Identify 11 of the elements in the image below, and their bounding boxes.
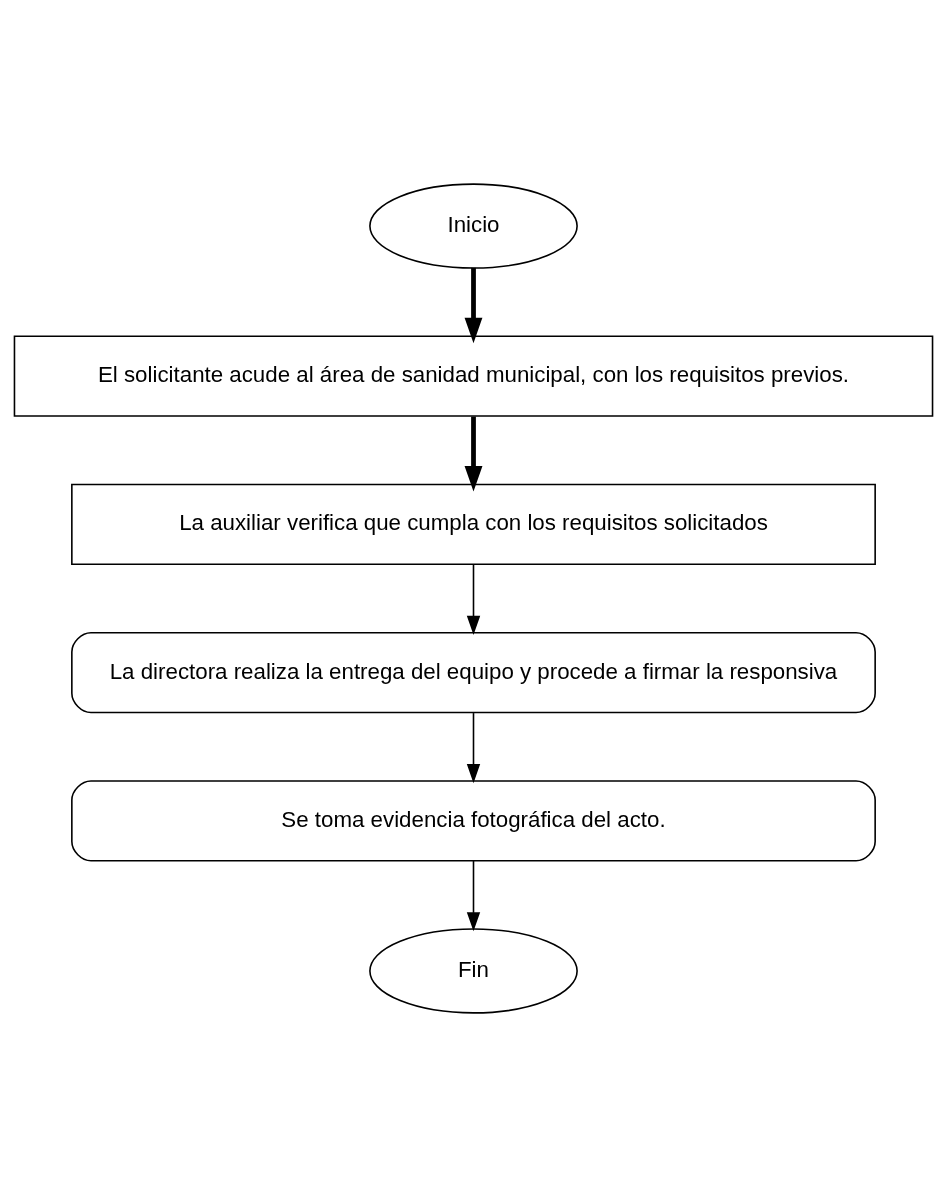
node-box: La directora realiza la entrega del equipo y procede a firmar la responsiva <box>71 631 876 713</box>
arrow <box>466 859 481 931</box>
node-ellipse: Fin <box>369 927 578 1014</box>
node-box: Se toma evidencia fotográfica del acto. <box>71 779 876 861</box>
arrow <box>466 711 481 783</box>
arrow <box>464 416 483 492</box>
node-ellipse: Inicio <box>369 182 578 269</box>
node-box: La auxiliar verifica que cumpla con los requisitos solicitados <box>71 483 876 565</box>
node-box: El solicitante acude al área de sanidad municipal, con los requisitos previos. <box>13 335 934 417</box>
arrow <box>466 563 481 635</box>
arrow <box>464 267 483 343</box>
